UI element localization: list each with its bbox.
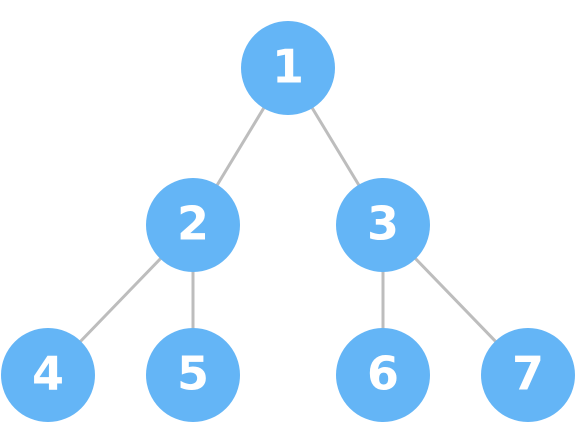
node-circle — [241, 21, 335, 115]
tree-node-1: 1 — [241, 21, 335, 115]
node-label: 3 — [367, 197, 399, 251]
node-label: 5 — [177, 347, 209, 401]
tree-node-6: 6 — [336, 328, 430, 422]
node-label: 7 — [512, 347, 544, 401]
node-circle — [336, 178, 430, 272]
node-label: 6 — [367, 347, 399, 401]
tree-node-5: 5 — [146, 328, 240, 422]
node-circle — [146, 178, 240, 272]
tree-node-2: 2 — [146, 178, 240, 272]
tree-node-4: 4 — [1, 328, 95, 422]
node-label: 1 — [272, 40, 304, 94]
tree-node-3: 3 — [336, 178, 430, 272]
node-label: 2 — [177, 197, 209, 251]
tree-node-7: 7 — [481, 328, 575, 422]
tree-nodes: 1 2 3 4 5 6 7 — [1, 21, 575, 422]
node-label: 4 — [32, 347, 64, 401]
node-circle — [146, 328, 240, 422]
node-circle — [481, 328, 575, 422]
node-circle — [1, 328, 95, 422]
node-circle — [336, 328, 430, 422]
